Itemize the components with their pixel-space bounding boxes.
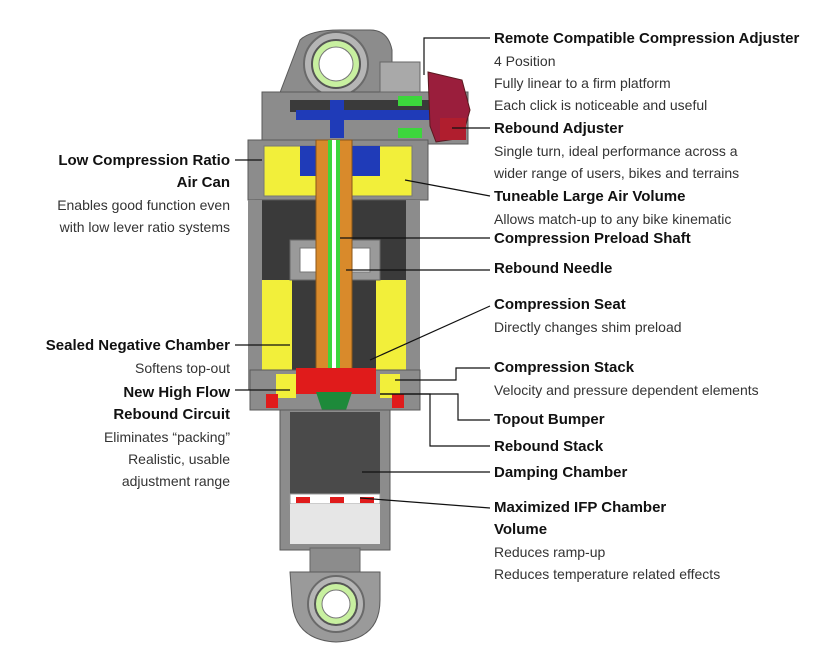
callout-preload-shaft: Compression Preload Shaft [494, 228, 691, 250]
callout-title: Low Compression Ratio [58, 152, 230, 169]
callout-line: with low lever ratio systems [59, 219, 230, 235]
callout-line: Enables good function even [57, 197, 230, 213]
callout-compression-stack: Compression Stack Velocity and pressure … [494, 357, 759, 401]
damping-body [279, 409, 391, 575]
callout-line: Reduces ramp-up [494, 544, 606, 560]
callout-compression-seat: Compression Seat Directly changes shim p… [494, 294, 682, 338]
callout-line: Eliminates “packing” [103, 429, 230, 445]
callout-title: Rebound Adjuster [494, 120, 624, 137]
callout-title: Air Can [176, 174, 230, 191]
callout-air-can: Low Compression Ratio Air Can Enables go… [57, 150, 230, 238]
callout-title: Rebound Needle [494, 260, 613, 277]
callout-air-volume: Tuneable Large Air Volume Allows match-u… [494, 186, 731, 230]
callout-title: Maximized IFP Chamber [494, 499, 667, 516]
bottom-eyelet [289, 571, 381, 643]
callout-ifp-chamber: Maximized IFP Chamber Volume Reduces ram… [494, 497, 720, 585]
callout-title: Volume [494, 521, 548, 538]
callout-line: Allows match-up to any bike kinematic [494, 211, 732, 227]
callout-line: Reduces temperature related effects [494, 566, 721, 582]
callout-line: adjustment range [121, 473, 230, 489]
callout-title: Damping Chamber [494, 464, 628, 481]
callout-title: Compression Stack [494, 359, 635, 376]
callout-line: Single turn, ideal performance across a [494, 143, 738, 159]
callout-title: Topout Bumper [494, 411, 605, 428]
callout-line: Velocity and pressure dependent elements [494, 382, 759, 398]
callout-line: Each click is noticeable and useful [494, 97, 708, 113]
callout-title: Rebound Stack [494, 438, 604, 455]
callout-title: New High Flow [123, 384, 230, 401]
callout-title: Remote Compatible Compression Adjuster [494, 30, 800, 47]
callout-rebound-stack: Rebound Stack [494, 436, 603, 458]
shaft [315, 139, 353, 381]
callout-line: 4 Position [494, 53, 556, 69]
callout-line: Directly changes shim preload [494, 319, 682, 335]
callout-title: Rebound Circuit [113, 406, 230, 423]
callout-remote-adjuster: Remote Compatible Compression Adjuster 4… [494, 28, 799, 116]
callout-title: Compression Preload Shaft [494, 230, 691, 247]
callout-damping-chamber: Damping Chamber [494, 462, 627, 484]
callout-title: Tuneable Large Air Volume [494, 188, 686, 205]
callout-negative-chamber: Sealed Negative Chamber Softens top-out [46, 335, 230, 379]
callout-line: Fully linear to a firm platform [494, 75, 671, 91]
callout-rebound-adjuster: Rebound Adjuster Single turn, ideal perf… [494, 118, 739, 184]
callout-line: wider range of users, bikes and terrains [494, 165, 740, 181]
callout-topout-bumper: Topout Bumper [494, 409, 605, 431]
callout-rebound-circuit: New High Flow Rebound Circuit Eliminates… [104, 382, 230, 492]
callout-line: Realistic, usable [128, 451, 230, 467]
leader-lines [235, 37, 491, 509]
piston [249, 368, 421, 411]
callout-title: Compression Seat [494, 296, 626, 313]
callout-title: Sealed Negative Chamber [45, 337, 230, 354]
valve-head [261, 61, 471, 145]
callout-line: Softens top-out [135, 360, 230, 376]
callout-rebound-needle: Rebound Needle [494, 258, 612, 280]
